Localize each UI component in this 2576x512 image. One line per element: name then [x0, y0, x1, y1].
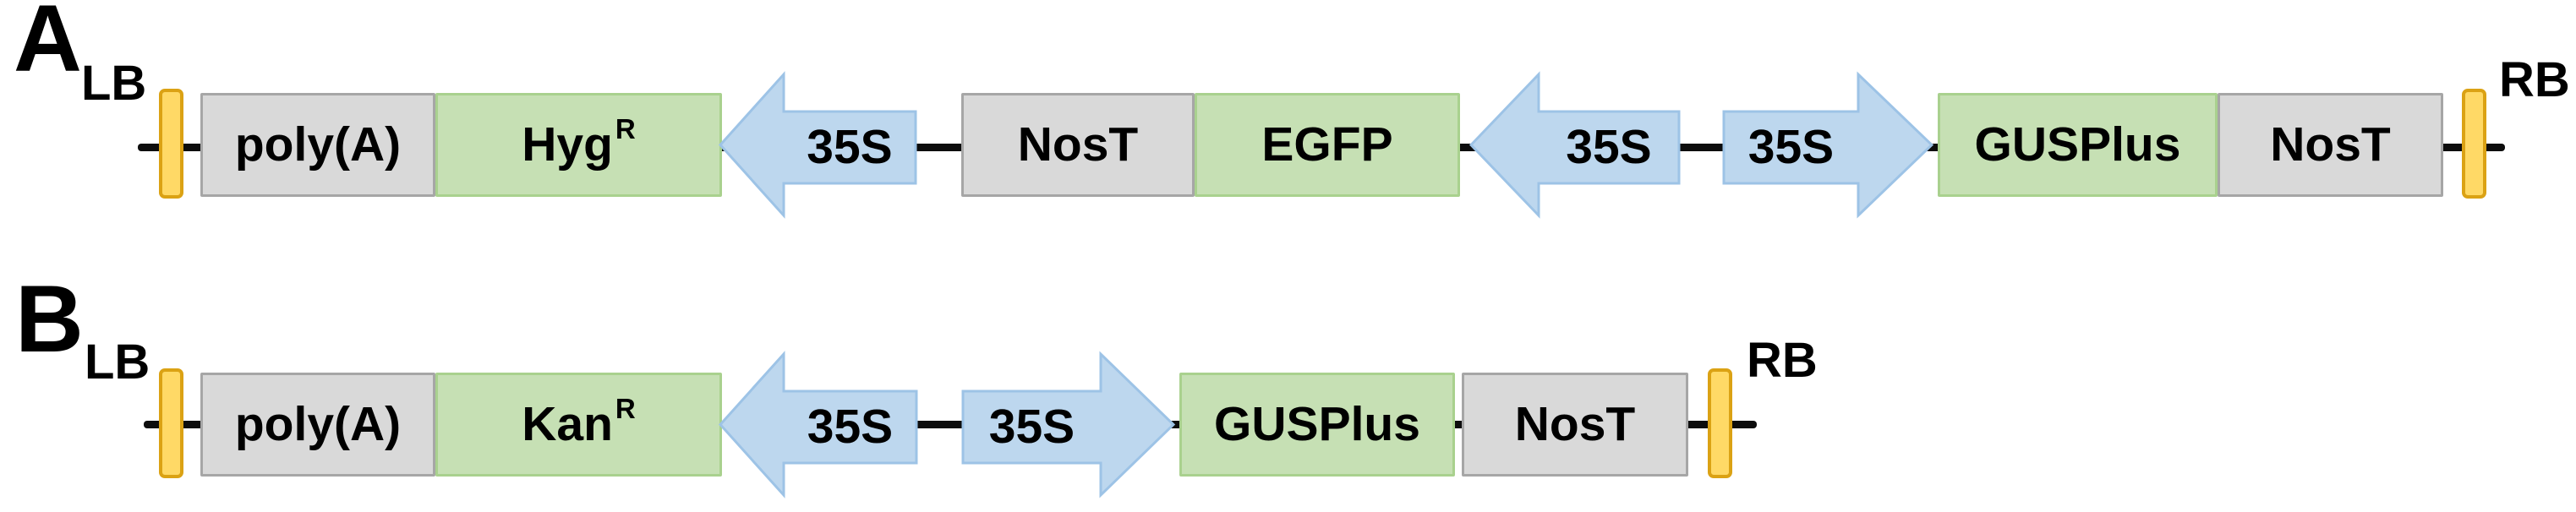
terminator-box-nost-b: NosT — [1462, 373, 1688, 477]
promoter-arrow-right-b — [961, 351, 1176, 498]
segment-label: GUSPlus — [1974, 117, 2181, 172]
segment-label: EGFP — [1261, 117, 1393, 172]
segment-label: NosT — [1017, 117, 1139, 172]
panel-a-label: A — [14, 0, 82, 91]
terminator-box-nost-a2: NosT — [2218, 93, 2443, 197]
promoter-arrow-left-a1 — [718, 71, 917, 219]
right-border-label-a: RB — [2499, 52, 2570, 107]
lb-border-bar-a — [159, 89, 183, 199]
segment-label: Kan — [522, 397, 613, 451]
backbone-line-b — [144, 421, 1757, 428]
segment-label: NosT — [2270, 117, 2391, 172]
promoter-arrow-right-a — [1722, 71, 1934, 219]
panel-b-label: B — [15, 266, 84, 372]
left-border-label-b: LB — [85, 335, 150, 389]
terminator-box-polya-a: poly(A) — [200, 93, 435, 197]
gene-box-egfp: EGFP — [1195, 93, 1460, 197]
rb-border-bar-a — [2462, 89, 2486, 199]
promoter-arrow-label: 35S — [1747, 120, 1835, 174]
segment-label: Hyg — [522, 117, 613, 172]
promoter-arrow-label: 35S — [988, 400, 1075, 454]
right-border-label-b: RB — [1747, 333, 1818, 388]
lb-border-bar-b — [159, 368, 183, 478]
terminator-box-nost-a1: NosT — [961, 93, 1195, 197]
promoter-arrow-label: 35S — [1566, 120, 1652, 174]
gene-box-gusplus-a: GUSPlus — [1938, 93, 2218, 197]
promoter-arrow-left-a2 — [1468, 71, 1681, 219]
promoter-arrow-label: 35S — [807, 400, 894, 454]
segment-label: poly(A) — [234, 117, 402, 172]
rb-border-bar-b — [1708, 368, 1732, 478]
promoter-arrow-label: 35S — [807, 120, 893, 174]
left-border-label-a: LB — [81, 56, 147, 111]
segment-label: NosT — [1514, 397, 1636, 451]
segment-label: poly(A) — [234, 397, 402, 451]
promoter-arrow-left-b — [718, 351, 918, 498]
gene-box-gusplus-b: GUSPlus — [1179, 373, 1455, 477]
segment-label: GUSPlus — [1214, 397, 1420, 451]
terminator-box-polya-b: poly(A) — [200, 373, 435, 477]
